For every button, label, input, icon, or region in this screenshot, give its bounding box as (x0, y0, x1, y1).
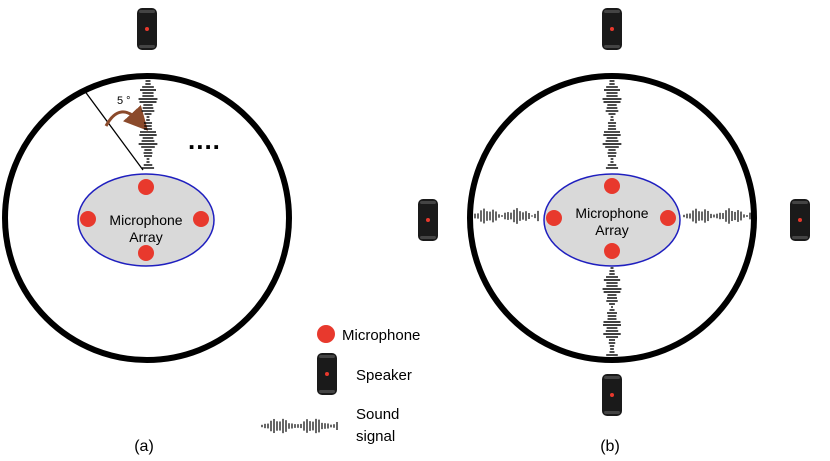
legend: Microphone Speaker Sound signal (261, 325, 420, 445)
microphone-array (77, 173, 215, 267)
legend-sound-line1: Sound (356, 406, 399, 423)
sound-signal-icon (602, 77, 622, 169)
microphone-icon (546, 210, 562, 226)
sound-signal-icon (602, 267, 622, 356)
speaker-icon (790, 199, 810, 241)
microphone-icon (604, 243, 620, 259)
microphone-icon (604, 178, 620, 194)
panel-b-ring (467, 73, 757, 363)
speaker-icon (137, 8, 157, 50)
microphone-icon (193, 211, 209, 227)
microphone-icon (660, 210, 676, 226)
sound-signal-icon (261, 418, 338, 434)
legend-microphone: Microphone (342, 327, 420, 344)
ellipsis: .... (188, 125, 221, 155)
speaker-icon (602, 374, 622, 416)
array-label-line1: Microphone (575, 205, 648, 221)
microphone-icon (80, 211, 96, 227)
panel-a: 5 ° .... Microphone Array (a) (2, 8, 292, 455)
angle-label: 5 ° (117, 95, 131, 107)
sound-signal-icon (138, 77, 158, 169)
panel-b-caption: (b) (600, 438, 620, 455)
microphone-icon (138, 179, 154, 195)
sound-signal-icon (683, 208, 754, 224)
legend-speaker: Speaker (356, 367, 412, 384)
angle-line (83, 89, 144, 171)
microphone-icon (138, 245, 154, 261)
microphone-icon (317, 325, 335, 343)
array-label-line2: Array (129, 229, 162, 245)
array-label-line1: Microphone (109, 212, 182, 228)
panel-a-caption: (a) (134, 438, 154, 455)
speaker-icon (317, 353, 337, 395)
panel-a-ring (2, 73, 292, 363)
speaker-icon (418, 199, 438, 241)
microphone-array (543, 173, 681, 267)
speaker-icon (602, 8, 622, 50)
sound-signal-icon (471, 208, 539, 224)
panel-b: Microphone Array (b) (418, 8, 810, 455)
legend-sound-line2: signal (356, 428, 395, 445)
array-label-line2: Array (595, 222, 628, 238)
rotation-arrow-icon (104, 105, 149, 131)
